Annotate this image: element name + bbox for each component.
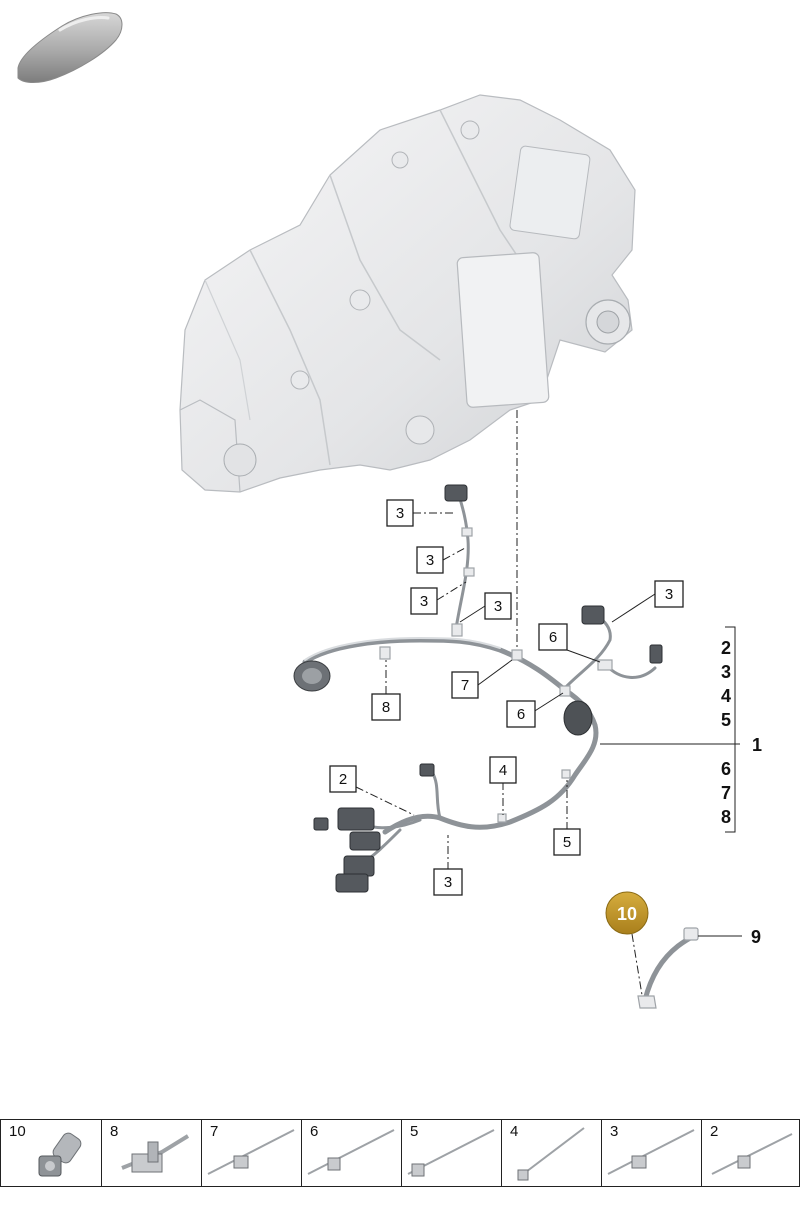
strip-cell-5[interactable]: 5 — [401, 1119, 501, 1187]
strip-cell-4[interactable]: 4 — [501, 1119, 601, 1187]
strip-cell-number: 3 — [610, 1123, 619, 1140]
svg-text:8: 8 — [382, 699, 390, 716]
svg-text:7: 7 — [461, 677, 469, 694]
bracket-item: 3 — [721, 662, 731, 682]
strip-cell-6[interactable]: 6 — [301, 1119, 401, 1187]
strip-cell-7[interactable]: 7 — [201, 1119, 301, 1187]
callout-leaders — [355, 512, 740, 870]
svg-text:4: 4 — [499, 762, 507, 779]
svg-text:3: 3 — [426, 552, 434, 569]
bracket-clip-icon — [121, 1134, 190, 1173]
part-9-number: 9 — [751, 927, 761, 947]
callout-3f: 3 — [433, 868, 463, 896]
svg-text:3: 3 — [665, 586, 673, 603]
cable-tie-icon — [711, 1133, 793, 1175]
callout-3b: 3 — [416, 546, 444, 574]
callout-4: 4 — [489, 756, 517, 784]
bracket-item: 7 — [721, 783, 731, 803]
callout-8: 8 — [371, 693, 401, 721]
cable-tie-icon — [517, 1127, 585, 1181]
callout-3d: 3 — [484, 592, 512, 620]
strip-cell-number: 6 — [310, 1123, 319, 1140]
svg-text:3: 3 — [444, 874, 452, 891]
cable-tie-icon — [607, 1129, 695, 1175]
transmission-illustration — [179, 94, 636, 493]
strip-cell-number: 4 — [510, 1123, 519, 1140]
part-10-badge: 10 — [605, 891, 649, 935]
cable-tie-icon — [307, 1129, 395, 1175]
wiring-harness-illustration — [293, 484, 663, 893]
strip-cell-number: 10 — [9, 1123, 26, 1140]
bolt-icon — [38, 1132, 82, 1177]
bracket-item: 5 — [721, 710, 731, 730]
strip-cell-number: 8 — [110, 1123, 119, 1140]
callout-6a: 6 — [538, 623, 568, 651]
callout-2: 2 — [329, 765, 357, 793]
strip-cell-8[interactable]: 8 — [101, 1119, 201, 1187]
strip-cell-3[interactable]: 3 — [601, 1119, 701, 1187]
callout-7: 7 — [451, 671, 479, 699]
main-part-number: 1 — [752, 735, 762, 755]
callout-3c: 3 — [410, 587, 438, 615]
svg-text:3: 3 — [494, 598, 502, 615]
car-silhouette-icon — [17, 12, 123, 83]
strip-cell-number: 7 — [210, 1123, 219, 1140]
svg-text:6: 6 — [549, 629, 557, 646]
callout-3a: 3 — [386, 499, 414, 527]
bracket-item: 2 — [721, 638, 731, 658]
ground-strap-illustration — [637, 927, 699, 1009]
callout-3e: 3 — [654, 580, 684, 608]
callout-5: 5 — [553, 828, 581, 856]
strip-cell-number: 2 — [710, 1123, 719, 1140]
bracket-item: 6 — [721, 759, 731, 779]
strip-cell-2[interactable]: 2 — [701, 1119, 800, 1187]
badge-leader — [631, 933, 643, 996]
svg-text:3: 3 — [420, 593, 428, 610]
svg-text:2: 2 — [339, 771, 347, 788]
bracket-item: 4 — [721, 686, 731, 706]
cable-tie-icon — [207, 1129, 295, 1175]
bracket-part-list: 2 3 4 5 6 7 8 — [721, 638, 731, 827]
strip-cell-10[interactable]: 10 — [0, 1119, 101, 1187]
svg-text:5: 5 — [563, 834, 571, 851]
strip-cell-number: 5 — [410, 1123, 419, 1140]
bracket-item: 8 — [721, 807, 731, 827]
cable-tie-icon — [407, 1129, 495, 1177]
svg-text:6: 6 — [517, 706, 525, 723]
svg-text:3: 3 — [396, 505, 404, 522]
parts-strip: 10 8 7 6 5 4 — [0, 1119, 800, 1189]
callout-6b: 6 — [506, 700, 536, 728]
svg-text:10: 10 — [617, 904, 637, 924]
